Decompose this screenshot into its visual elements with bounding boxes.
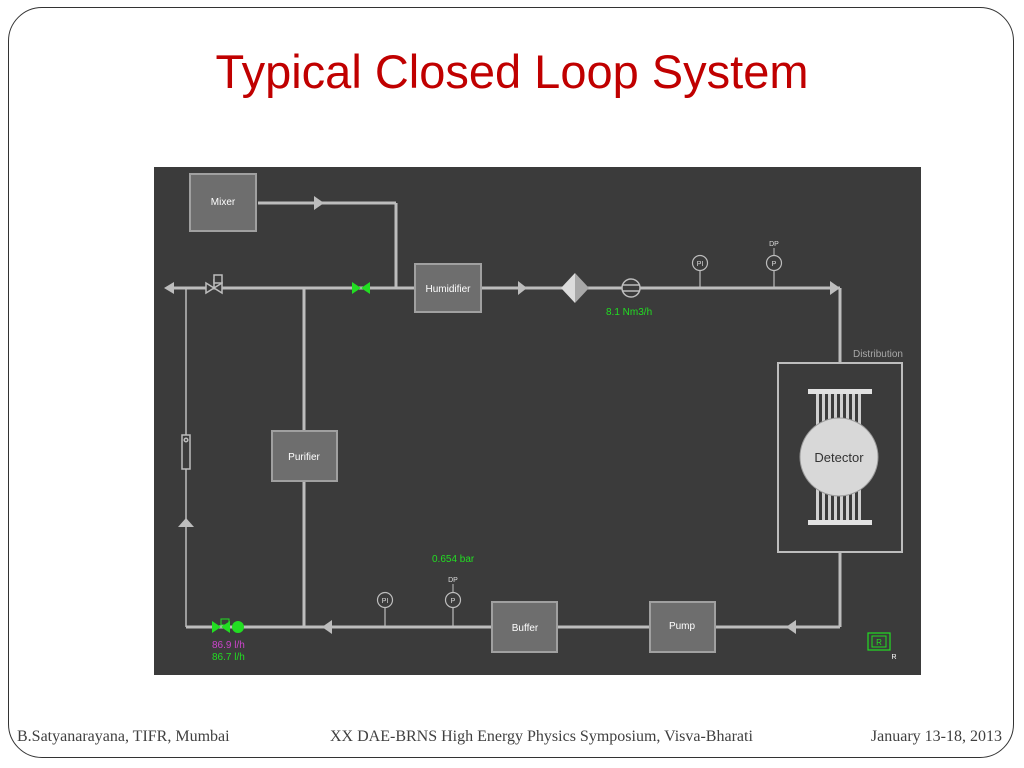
footer-author: B.Satyanarayana, TIFR, Mumbai xyxy=(17,728,230,745)
dp-transmitter-top: DP P xyxy=(765,241,783,288)
flow-arrows xyxy=(164,196,840,634)
pipes xyxy=(174,201,842,629)
dp-label-bottom: DP xyxy=(448,577,458,584)
flow-meter-icon xyxy=(621,278,641,298)
pressure-indicator-top: PI xyxy=(691,254,709,288)
footer-event: XX DAE-BRNS High Energy Physics Symposiu… xyxy=(330,728,753,745)
slide-frame xyxy=(8,7,1014,758)
distribution-box: Distribution xyxy=(777,349,903,553)
p-label-bottom: P xyxy=(451,598,456,605)
pump-block[interactable]: Pump xyxy=(649,601,716,653)
r-indicator-icon[interactable]: R R xyxy=(867,632,897,661)
pump-label: Pump xyxy=(669,621,696,632)
arrow-return-left xyxy=(322,620,332,634)
bypass-line xyxy=(181,288,191,627)
mixer-block[interactable]: Mixer xyxy=(189,173,257,232)
pi-label-top: PI xyxy=(697,261,704,268)
flow-reading-return-2: 86.7 l/h xyxy=(212,652,245,663)
arrow-return-right xyxy=(786,620,796,634)
flow-reading-main: 8.1 Nm3/h xyxy=(606,307,652,318)
pressure-indicator-bottom: PI xyxy=(376,591,394,627)
distribution-label: Distribution xyxy=(853,349,903,360)
dp-label-top: DP xyxy=(769,241,779,248)
purifier-label: Purifier xyxy=(288,452,320,463)
return-valve-icon xyxy=(212,618,244,633)
buffer-label: Buffer xyxy=(512,623,539,634)
r-label-corner: R xyxy=(891,654,896,661)
filter-icon xyxy=(561,273,589,303)
pressure-reading: 0.654 bar xyxy=(432,554,475,565)
arrow-to-detector xyxy=(830,281,840,295)
humidifier-block[interactable]: Humidifier xyxy=(414,263,482,313)
green-valve-icon xyxy=(352,282,370,294)
arrow-humidifier-out xyxy=(518,281,527,295)
footer-date: January 13-18, 2013 xyxy=(870,728,1002,745)
purifier-block[interactable]: Purifier xyxy=(271,430,338,482)
slide-title: Typical Closed Loop System xyxy=(215,45,809,98)
arrow-exhaust xyxy=(164,282,174,294)
arrow-mixer-out xyxy=(314,196,324,210)
pi-label-bottom: PI xyxy=(382,598,389,605)
p-label-top: P xyxy=(772,261,777,268)
flow-reading-return-1: 86.9 l/h xyxy=(212,640,245,651)
buffer-block[interactable]: Buffer xyxy=(491,601,558,653)
diagram-panel: Mixer Humidifier Purifier Buffer Pump Di… xyxy=(154,167,921,675)
detector-label: Detector xyxy=(814,450,864,465)
dp-transmitter-bottom: DP P xyxy=(444,577,462,627)
mixer-label: Mixer xyxy=(211,197,236,208)
detector[interactable]: Detector xyxy=(799,389,879,525)
arrow-bypass-up xyxy=(178,518,194,527)
vent-valve-icon xyxy=(205,274,223,295)
humidifier-label: Humidifier xyxy=(425,284,471,295)
flow-indicator xyxy=(181,434,191,470)
r-label-box: R xyxy=(876,638,882,647)
